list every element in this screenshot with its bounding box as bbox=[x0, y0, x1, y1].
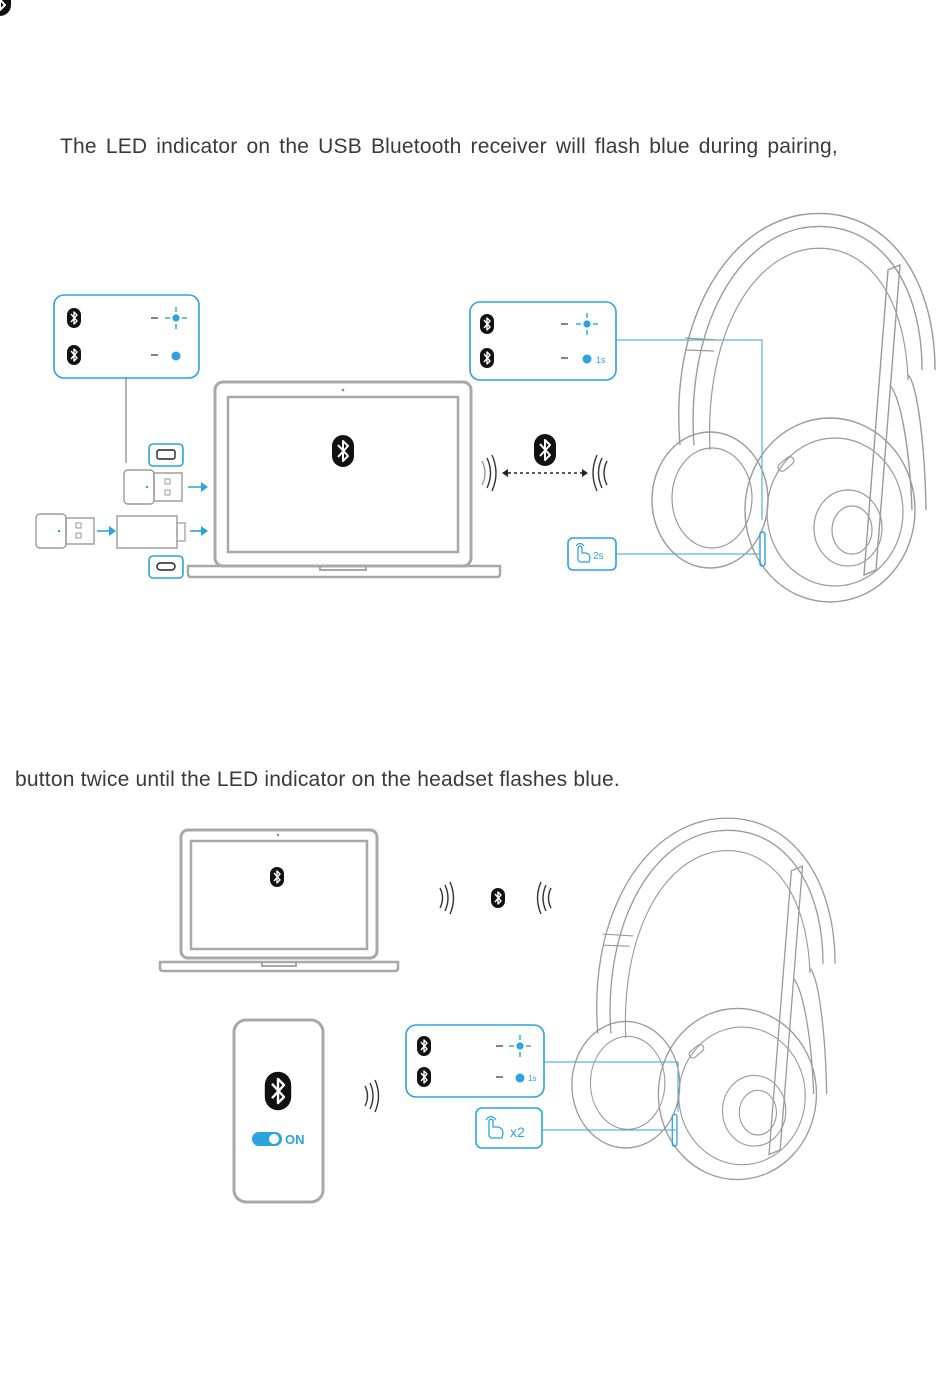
usb-a-port-icon bbox=[149, 444, 183, 466]
usb-c-port-icon bbox=[149, 556, 183, 578]
hold-duration-label: 2s bbox=[593, 551, 604, 562]
bluetooth-icon bbox=[265, 1072, 291, 1110]
hand-press-icon bbox=[486, 1117, 503, 1139]
headset bbox=[572, 818, 835, 1179]
headset bbox=[652, 213, 935, 602]
bluetooth-icon bbox=[417, 1036, 431, 1056]
hand-press-icon bbox=[576, 544, 590, 563]
headset-led-panel: 1s bbox=[470, 302, 616, 380]
headset-led-panel: 1s bbox=[406, 1025, 544, 1097]
led-solid-icon bbox=[172, 352, 181, 361]
toggle-label: ON bbox=[285, 1132, 305, 1147]
usb-a-receiver bbox=[124, 470, 208, 504]
led-duration-label: 1s bbox=[528, 1074, 536, 1083]
pairing-connection bbox=[482, 434, 607, 491]
laptop bbox=[160, 830, 398, 971]
bluetooth-icon bbox=[332, 435, 354, 467]
usb-c-adapter bbox=[36, 514, 208, 548]
bluetooth-icon bbox=[67, 345, 81, 365]
laptop bbox=[188, 382, 500, 577]
bluetooth-icon bbox=[67, 308, 81, 328]
bluetooth-icon bbox=[491, 888, 505, 908]
led-flash-icon bbox=[509, 1035, 531, 1057]
receiver-led-panel bbox=[54, 295, 199, 378]
bluetooth-toggle[interactable]: ON bbox=[252, 1132, 305, 1147]
led-flash-icon bbox=[576, 313, 598, 335]
bluetooth-icon bbox=[534, 434, 556, 466]
press-count-label: x2 bbox=[510, 1124, 525, 1140]
hold-button-indicator: 2s bbox=[568, 538, 616, 570]
led-solid-icon bbox=[583, 355, 592, 364]
bluetooth-icon bbox=[480, 348, 494, 368]
led-flash-icon bbox=[165, 307, 187, 329]
bluetooth-icon bbox=[270, 867, 284, 887]
double-press-indicator: x2 bbox=[476, 1108, 542, 1148]
led-duration-label: 1s bbox=[596, 355, 606, 365]
led-solid-icon bbox=[516, 1074, 525, 1083]
bluetooth-icon bbox=[417, 1067, 431, 1087]
signal-waves-icon bbox=[365, 1080, 379, 1112]
bluetooth-icon bbox=[480, 314, 494, 334]
phone bbox=[0, 0, 323, 1202]
